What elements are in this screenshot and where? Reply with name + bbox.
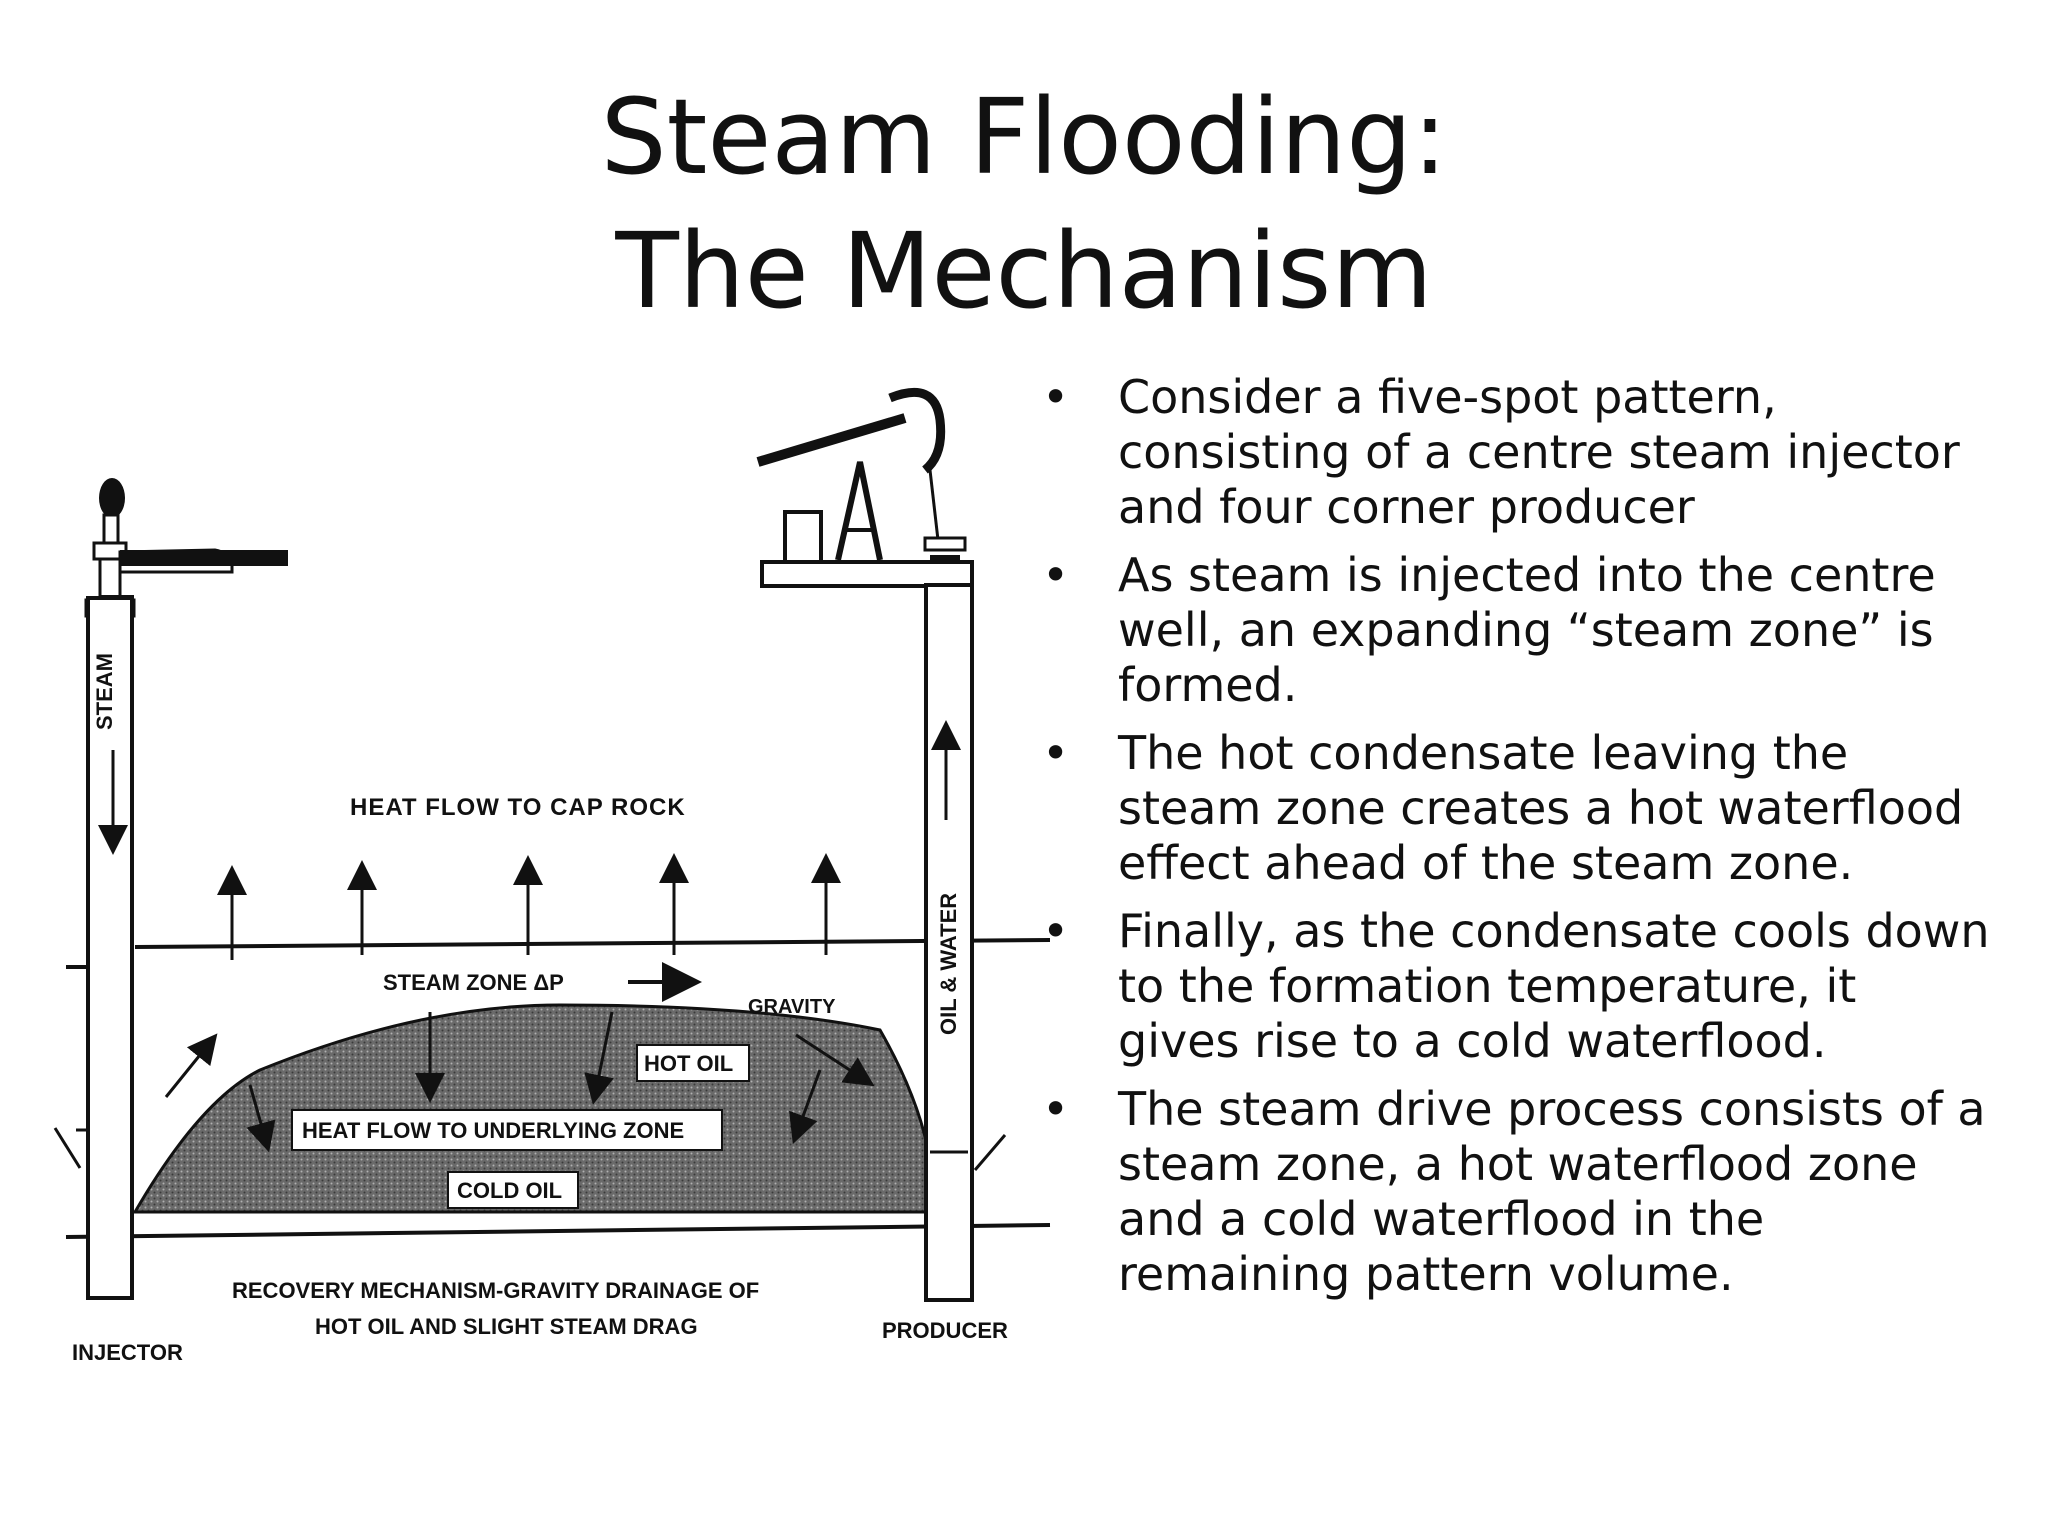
bullet-line: The steam drive process consists of a bbox=[1118, 1082, 1986, 1136]
hot-oil-box bbox=[636, 1044, 750, 1082]
steam-zone-label: STEAM ZONE ΔP bbox=[383, 970, 564, 995]
bullet-line: effect ahead of the steam zone. bbox=[1118, 836, 1854, 890]
bullet-marker: • bbox=[1042, 726, 1070, 780]
bullet-marker: • bbox=[1042, 904, 1070, 958]
hot-oil-label: HOT OIL bbox=[644, 1051, 733, 1076]
recovery-label-line1: RECOVERY MECHANISM-GRAVITY DRAINAGE OF bbox=[232, 1278, 759, 1303]
bullet-line: steam zone, a hot waterflood zone bbox=[1118, 1137, 1918, 1191]
bullet-line: Consider a five-spot pattern, bbox=[1118, 370, 1777, 424]
bullet-line: Finally, as the condensate cools down bbox=[1118, 904, 1990, 958]
bullet-marker: • bbox=[1042, 1082, 1070, 1136]
bullet-line: steam zone creates a hot waterflood bbox=[1118, 781, 1964, 835]
bullet-line: formed. bbox=[1118, 658, 1298, 712]
producer-well bbox=[756, 387, 974, 1302]
bullet-marker: • bbox=[1042, 548, 1070, 602]
bullet-item: • The steam drive process consists of a … bbox=[1030, 1082, 2020, 1302]
bullet-line: well, an expanding “steam zone” is bbox=[1118, 603, 1934, 657]
title-line-1: Steam Flooding: bbox=[600, 76, 1448, 198]
base-boundary bbox=[65, 1223, 1051, 1239]
slope-mark-right bbox=[973, 1134, 1007, 1171]
bullet-line: remaining pattern volume. bbox=[1118, 1247, 1734, 1301]
title-line-2: The Mechanism bbox=[615, 210, 1433, 332]
bullet-list: • Consider a five-spot pattern, consisti… bbox=[1030, 370, 2020, 1315]
cold-oil-box bbox=[447, 1171, 579, 1209]
gravity-label: GRAVITY bbox=[748, 996, 836, 1018]
producer-label: PRODUCER bbox=[882, 1318, 1008, 1343]
injector-well bbox=[84, 478, 288, 1300]
cap-rock-boundary bbox=[134, 938, 1051, 949]
bullet-line: As steam is injected into the centre bbox=[1118, 548, 1936, 602]
bullet-line: gives rise to a cold waterflood. bbox=[1118, 1014, 1827, 1068]
recovery-label-line2: HOT OIL AND SLIGHT STEAM DRAG bbox=[315, 1314, 698, 1339]
bullet-line: The hot condensate leaving the bbox=[1118, 726, 1849, 780]
slope-mark-left bbox=[53, 1127, 82, 1169]
heat-flow-cap-rock-label: HEAT FLOW TO CAP ROCK bbox=[350, 794, 686, 821]
injector-label: INJECTOR bbox=[72, 1340, 183, 1365]
bullet-marker: • bbox=[1042, 370, 1070, 424]
bullet-line: and a cold waterflood in the bbox=[1118, 1192, 1765, 1246]
heat-flow-underlying-label: HEAT FLOW TO UNDERLYING ZONE bbox=[302, 1118, 684, 1143]
bullet-item: • Consider a five-spot pattern, consisti… bbox=[1030, 370, 2020, 535]
bullet-item: • Finally, as the condensate cools down … bbox=[1030, 904, 2020, 1069]
bullet-line: consisting of a centre steam injector bbox=[1118, 425, 1960, 479]
flow-arrows bbox=[164, 1011, 875, 1153]
bullet-line: and four corner producer bbox=[1118, 480, 1695, 534]
bullet-item: • As steam is injected into the centre w… bbox=[1030, 548, 2020, 713]
heat-flow-underlying-box bbox=[291, 1109, 723, 1151]
bullet-line: to the formation temperature, it bbox=[1118, 959, 1857, 1013]
steam-label: STEAM bbox=[92, 653, 117, 730]
heat-flow-arrows bbox=[217, 853, 841, 960]
slide-title: Steam Flooding: The Mechanism bbox=[0, 70, 2048, 338]
bullet-item: • The hot condensate leaving the steam z… bbox=[1030, 726, 2020, 891]
cold-oil-label: COLD OIL bbox=[457, 1178, 562, 1203]
oil-water-label: OIL & WATER bbox=[936, 893, 961, 1035]
